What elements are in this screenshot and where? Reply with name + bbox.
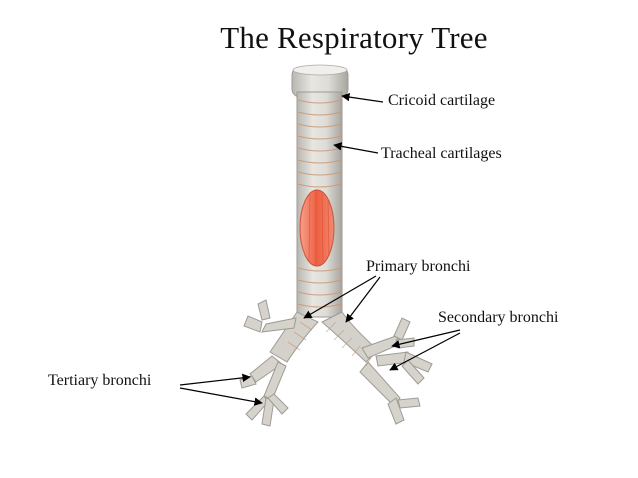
arrow-tracheal xyxy=(333,142,379,154)
arrow-secondary-2 xyxy=(389,332,461,371)
label-tertiary-bronchi: Tertiary bronchi xyxy=(48,372,152,389)
arrow-tertiary-2 xyxy=(179,387,263,406)
label-primary-bronchi: Primary bronchi xyxy=(366,258,471,275)
diagram-title: The Respiratory Tree xyxy=(220,20,488,55)
label-secondary-bronchi: Secondary bronchi xyxy=(438,309,559,326)
label-tracheal-cartilages: Tracheal cartilages xyxy=(381,145,502,162)
right-bronchial-branches xyxy=(359,317,433,425)
left-bronchial-branches xyxy=(239,299,297,427)
arrow-secondary-1 xyxy=(391,329,461,349)
pointer-arrows xyxy=(179,92,461,406)
arrow-primary-left xyxy=(303,275,377,319)
arrow-primary-right xyxy=(345,276,381,323)
tracheal-cartilage-rings xyxy=(297,99,342,308)
arrow-cricoid xyxy=(341,92,384,103)
arrow-tertiary-1 xyxy=(179,373,251,386)
trachealis-muscle xyxy=(299,189,335,267)
trachea xyxy=(291,64,349,318)
label-cricoid-cartilage: Cricoid cartilage xyxy=(388,92,496,109)
